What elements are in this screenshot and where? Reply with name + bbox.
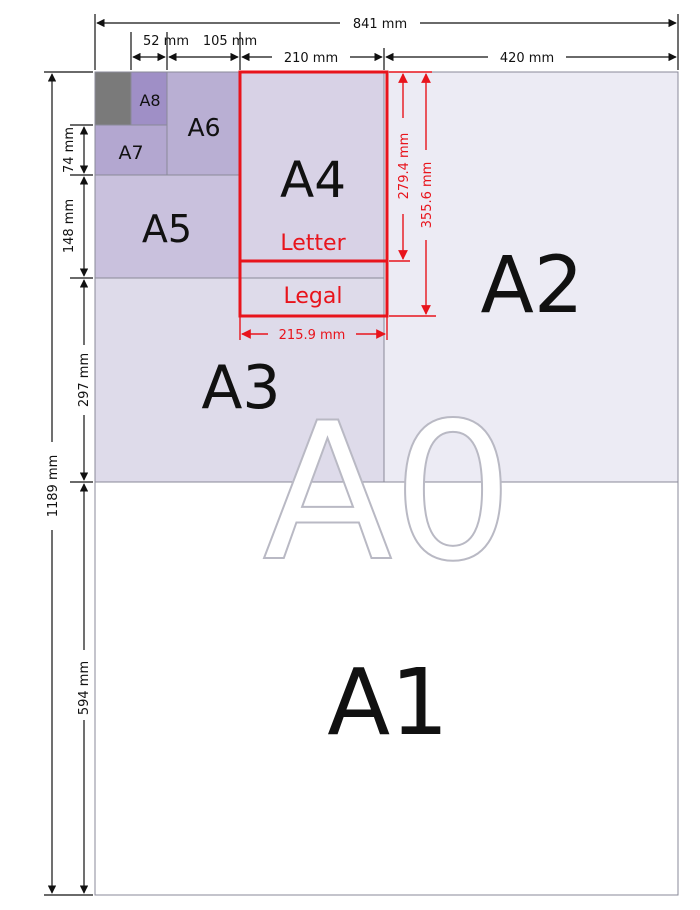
label-a5: A5 xyxy=(142,207,192,251)
dim-left-total: 1189 mm xyxy=(44,71,93,896)
legal-outline xyxy=(238,70,389,318)
dim-label-355-6: 355.6 mm xyxy=(420,162,435,229)
sheet-a6 xyxy=(166,71,241,176)
dim-legal-height: 355.6 mm xyxy=(389,73,436,317)
dim-label-210: 210 mm xyxy=(284,51,338,66)
dim-left-a3: 297 mm xyxy=(70,279,93,483)
label-a8: A8 xyxy=(139,91,160,110)
dim-letter-width: 215.9 mm xyxy=(239,316,388,343)
dim-label-52: 52 mm xyxy=(143,34,189,49)
dim-top-a4: 210 mm xyxy=(241,48,385,70)
sheet-a1 xyxy=(94,481,679,896)
dim-label-215-9: 215.9 mm xyxy=(279,328,346,343)
dim-letter-height: 279.4 mm xyxy=(389,71,432,262)
dim-top-a2: 420 mm xyxy=(385,51,677,66)
label-letter: Letter xyxy=(280,231,346,256)
dim-label-1189: 1189 mm xyxy=(46,455,61,518)
dim-label-297: 297 mm xyxy=(77,353,92,407)
sheet-a4 xyxy=(239,71,385,279)
label-a0: A0 xyxy=(263,382,514,603)
dim-label-148: 148 mm xyxy=(62,199,77,253)
dim-label-105: 105 mm xyxy=(203,34,257,49)
label-a3: A3 xyxy=(201,353,280,423)
label-legal: Legal xyxy=(284,284,343,309)
label-a7: A7 xyxy=(118,142,143,164)
label-a2: A2 xyxy=(481,241,584,331)
label-a6: A6 xyxy=(187,113,220,142)
dim-top-a8: 52 mm xyxy=(130,32,189,70)
dim-top-a6: 105 mm xyxy=(168,32,257,70)
dim-top-total: 841 mm xyxy=(94,14,679,70)
label-a1: A1 xyxy=(327,649,448,756)
dim-label-279-4: 279.4 mm xyxy=(397,133,412,200)
label-a4: A4 xyxy=(280,151,346,209)
sheet-a7 xyxy=(94,124,168,176)
dim-label-420: 420 mm xyxy=(500,51,554,66)
dim-left-a5: 148 mm xyxy=(62,176,93,279)
dim-label-841: 841 mm xyxy=(353,17,407,32)
dim-left-a1: 594 mm xyxy=(76,483,92,894)
dim-label-74: 74 mm xyxy=(62,127,77,173)
sheet-a5 xyxy=(94,174,241,279)
corner-block xyxy=(94,71,132,126)
dim-left-a7: 74 mm xyxy=(62,124,93,176)
dim-label-594: 594 mm xyxy=(77,661,92,715)
sheet-a2 xyxy=(383,71,679,483)
